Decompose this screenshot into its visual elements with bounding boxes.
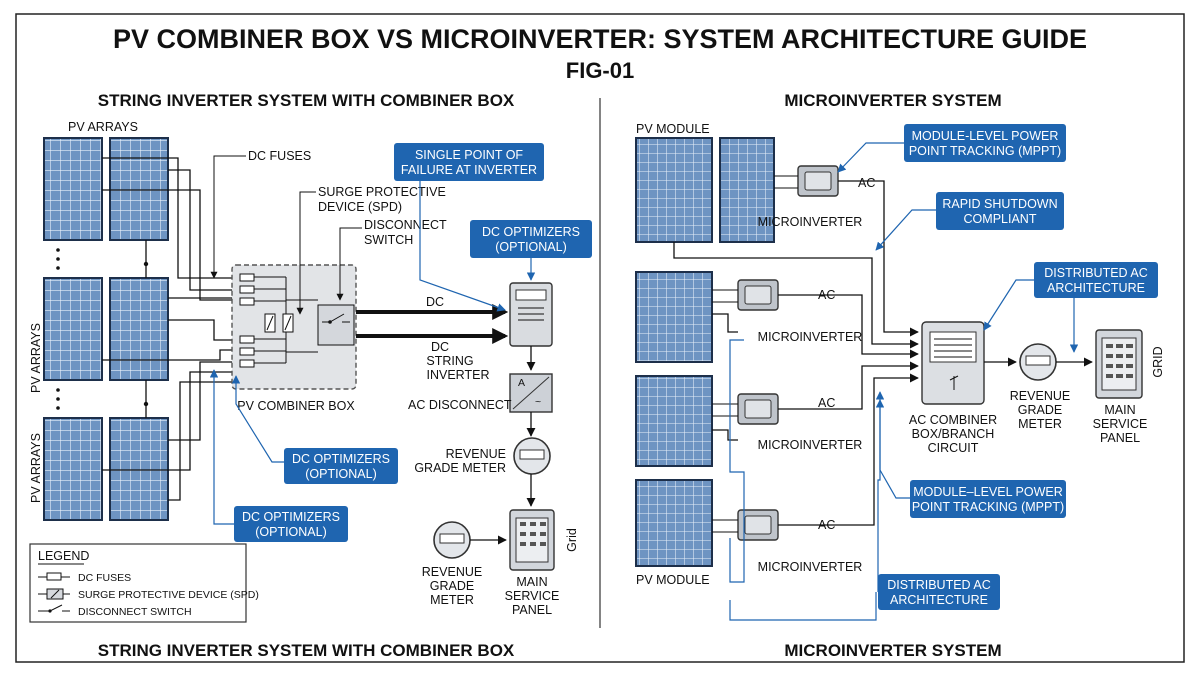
pv-module	[635, 479, 713, 567]
right-section-heading: MICROINVERTER SYSTEM	[784, 91, 1001, 110]
revenue-meter	[513, 437, 551, 475]
main-service-panel-right	[1095, 329, 1143, 399]
microinverter-1: MICROINVERTER	[758, 165, 863, 229]
page-title: PV COMBINER BOX VS MICROINVERTER: SYSTEM…	[113, 24, 1087, 54]
dc-fuses-label: DC FUSES	[248, 149, 311, 163]
ac-label-3: AC	[818, 396, 835, 410]
pv-module	[635, 137, 713, 243]
pv-panel	[43, 137, 103, 241]
callout-dc-optimizers-top: DC OPTIMIZERS(OPTIONAL)	[470, 220, 592, 281]
left-section-footer: STRING INVERTER SYSTEM WITH COMBINER BOX	[98, 641, 515, 660]
pv-arrays-side-label: PV ARRAYS	[29, 323, 43, 393]
disconnect-switch	[317, 304, 355, 346]
svg-text:DC FUSES: DC FUSES	[78, 572, 131, 584]
callout-dc-optimizers-middle: DC OPTIMIZERS(OPTIONAL)	[231, 375, 398, 484]
legend-item-disconnect: DISCONNECT SWITCH	[38, 604, 192, 618]
callout-dc-optimizers-bottom: DC OPTIMIZERS(OPTIONAL)	[209, 369, 348, 542]
legend: LEGEND DC FUSES SURGE PROTECTIVE DEVICE …	[29, 543, 259, 623]
svg-text:MICROINVERTER: MICROINVERTER	[758, 560, 863, 574]
svg-text:MICROINVERTER: MICROINVERTER	[758, 330, 863, 344]
svg-text:~: ~	[535, 396, 541, 408]
ac-label-4: AC	[818, 518, 835, 532]
svg-text:DC OPTIMIZERS(OPTIONAL): DC OPTIMIZERS(OPTIONAL)	[292, 452, 390, 481]
microinverter-3: MICROINVERTER	[712, 393, 863, 452]
pv-module	[719, 137, 775, 243]
pv-combiner-box: PV COMBINER BOX	[231, 264, 357, 413]
left-section-heading: STRING INVERTER SYSTEM WITH COMBINER BOX	[98, 91, 515, 110]
pv-module	[635, 375, 713, 467]
dc-fuses	[239, 273, 287, 368]
main-service-panel	[509, 509, 555, 571]
legend-title: LEGEND	[38, 549, 89, 563]
dc-bus-label: DC	[426, 295, 444, 309]
legend-item-dc-fuses: DC FUSES	[38, 572, 131, 584]
pv-panel	[109, 277, 169, 381]
figure-id: FIG-01	[566, 58, 634, 83]
grid-label: Grid	[565, 528, 579, 552]
svg-text:A: A	[518, 377, 525, 389]
ac-disconnect-label: AC DISCONNECT	[408, 398, 512, 412]
pv-modules	[635, 137, 775, 567]
pv-panel	[43, 417, 103, 521]
right-section-footer: MICROINVERTER SYSTEM	[784, 641, 1001, 660]
revenue-meter-secondary	[433, 521, 471, 559]
pv-module-label-top: PV MODULE	[636, 122, 710, 136]
pv-array-group: PV ARRAYS PV ARRAYS PV ARRAYS	[29, 120, 232, 521]
ac-combiner-box	[921, 321, 985, 405]
pv-panel	[109, 417, 169, 521]
pv-module	[635, 271, 713, 363]
pv-arrays-label: PV ARRAYS	[68, 120, 138, 134]
microinverter-4: MICROINVERTER	[712, 509, 863, 574]
ac-label-1: AC	[858, 176, 875, 190]
string-inverter	[509, 282, 553, 347]
svg-text:DC OPTIMIZERS(OPTIONAL): DC OPTIMIZERS(OPTIONAL)	[242, 510, 340, 539]
svg-text:SURGE PROTECTIVE DEVICE (SPD): SURGE PROTECTIVE DEVICE (SPD)	[78, 589, 259, 601]
combiner-box-label: PV COMBINER BOX	[237, 399, 355, 413]
pv-panel	[43, 277, 103, 381]
pv-arrays-side-label-2: PV ARRAYS	[29, 433, 43, 503]
ac-disconnect-box: A ~	[509, 373, 553, 413]
svg-text:MICROINVERTER: MICROINVERTER	[758, 215, 863, 229]
revenue-meter-right	[1019, 343, 1057, 381]
svg-text:MICROINVERTER: MICROINVERTER	[758, 438, 863, 452]
outer-frame	[15, 13, 1185, 663]
microinverter-2: MICROINVERTER	[712, 279, 863, 344]
pv-module-label-bottom: PV MODULE	[636, 573, 710, 587]
surge-protective-device	[264, 313, 294, 333]
grid-label-right: GRID	[1151, 346, 1165, 377]
legend-item-spd: SURGE PROTECTIVE DEVICE (SPD)	[38, 588, 259, 601]
ac-label-2: AC	[818, 288, 835, 302]
svg-text:DISCONNECT SWITCH: DISCONNECT SWITCH	[78, 606, 192, 618]
pv-panel	[109, 137, 169, 241]
svg-text:DC OPTIMIZERS(OPTIONAL): DC OPTIMIZERS(OPTIONAL)	[482, 225, 580, 254]
